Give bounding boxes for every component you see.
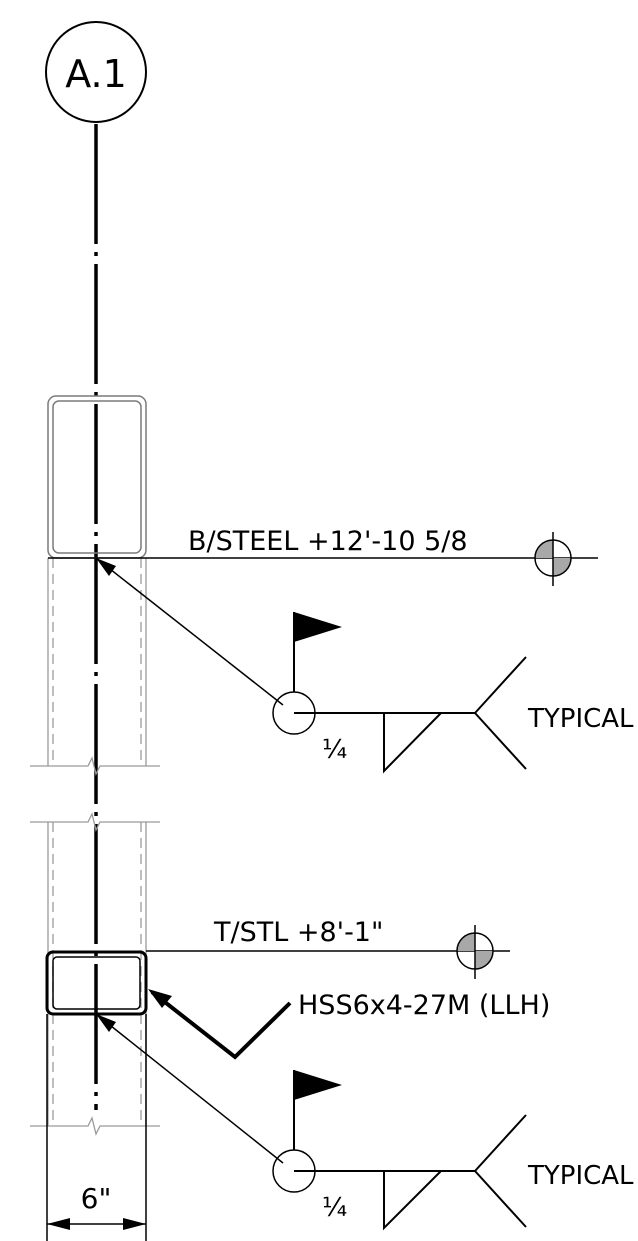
weld-note-lower: TYPICAL: [527, 1161, 634, 1191]
weld-size-upper: ¼: [322, 735, 347, 765]
break-line-upper: [30, 756, 160, 776]
width-dimension-label: 6": [81, 1182, 112, 1215]
weld-symbol-upper: [95, 557, 527, 774]
bottom-of-steel-label: B/STEEL +12'-10 5/8: [188, 526, 468, 557]
elevation-marker-upper: [534, 532, 572, 586]
grid-bubble: A.1: [45, 21, 147, 123]
grid-bubble-label: A.1: [65, 52, 127, 96]
weld-size-lower: ¼: [322, 1193, 347, 1223]
break-line-bottom: [30, 1116, 160, 1136]
weld-symbol-lower: [95, 1013, 527, 1231]
top-of-steel-label: T/STL +8'-1": [213, 917, 383, 948]
member-callout-leader: [148, 989, 292, 1060]
weld-note-upper: TYPICAL: [527, 704, 634, 734]
member-callout-label: HSS6x4-27M (LLH): [298, 990, 550, 1021]
width-dimension: [46, 1014, 147, 1241]
break-line-lower: [30, 812, 160, 832]
elevation-marker-lower: [456, 925, 494, 979]
